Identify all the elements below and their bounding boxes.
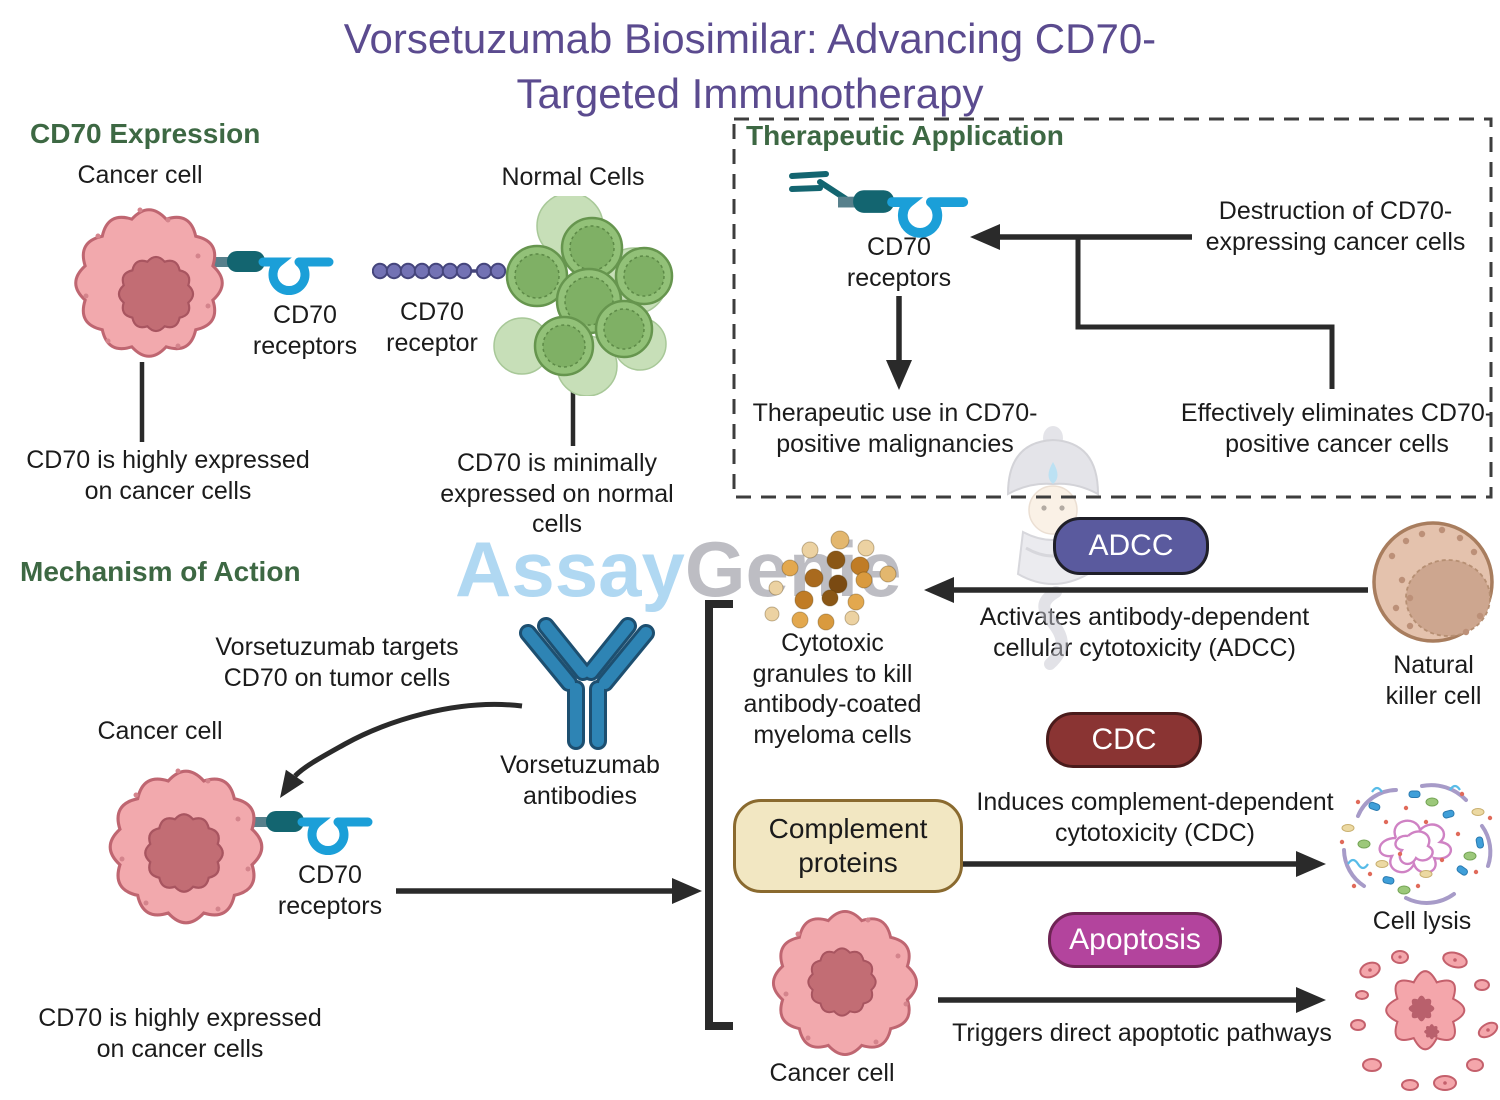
apoptosis-badge: Apoptosis	[1048, 912, 1222, 968]
cd70-receptor-label: CD70 receptor	[386, 298, 478, 357]
normal-cells-label: Normal Cells	[501, 163, 645, 191]
normal-cell-bodies	[505, 216, 674, 377]
nk-cell-label: Natural killer cell	[1385, 651, 1482, 710]
eliminate-note: Effectively eliminates CD70-positive can…	[1180, 399, 1494, 458]
cd70-receptors-label-1: CD70 receptors	[252, 301, 358, 360]
cancer-note-2: CD70 is highly expressed on cancer cells	[38, 1004, 322, 1063]
cancer-note-1: CD70 is highly expressed on cancer cells	[26, 446, 310, 505]
natural-killer-cell-illustration	[1372, 521, 1494, 643]
debris-dots	[1339, 791, 1493, 889]
complement-proteins-box: Complement proteins	[733, 799, 963, 893]
page-title: Vorsetuzumab Biosimilar: Advancing CD70-…	[343, 15, 1157, 117]
apoptosis-note: Triggers direct apoptotic pathways	[952, 1019, 1332, 1047]
cd70-receptors-label-2: CD70 receptors	[277, 861, 383, 920]
cd70-receptor-icon	[252, 811, 368, 850]
heading-cd70-expression: CD70 Expression	[30, 118, 261, 149]
nk-cell-speckles	[1388, 526, 1484, 636]
heading-mechanism-of-action: Mechanism of Action	[20, 556, 301, 587]
cell-lysis-illustration	[1339, 783, 1493, 905]
adcc-note: Activates antibody-dependent cellular cy…	[979, 603, 1310, 662]
cancer-cell-label-3: Cancer cell	[769, 1059, 895, 1087]
dna-tangle	[1378, 819, 1452, 874]
heading-therapeutic-application: Therapeutic Application	[746, 120, 1064, 151]
destruction-note: Destruction of CD70-expressing cancer ce…	[1205, 197, 1466, 256]
normal-cells-illustration	[493, 196, 674, 396]
normal-note: CD70 is minimally expressed on normal ce…	[440, 449, 674, 538]
cancer-cell-label-2: Cancer cell	[97, 717, 223, 745]
watermark-brand-blue: Assay	[455, 525, 685, 613]
cell-lysis-label: Cell lysis	[1372, 907, 1472, 935]
cell-speckles	[783, 917, 909, 1045]
antibody-label: Vorsetuzumab antibodies	[500, 751, 660, 810]
vorsetuzumab-antibody-icon	[519, 617, 655, 750]
cancer-cell-illustration-1	[74, 207, 388, 358]
cancer-cell-illustration-2	[108, 768, 420, 925]
complement-proteins-label: Complement proteins	[768, 813, 928, 878]
targets-note: Vorsetuzumab targets CD70 on tumor cells	[215, 633, 459, 692]
cd70-bead-chain-icon	[372, 262, 507, 280]
cell-speckles	[119, 768, 251, 912]
granules-label: Cytotoxic granules to kill antibody-coat…	[743, 629, 922, 749]
cd70-receptor-icon	[213, 251, 329, 290]
cell-speckles	[83, 207, 211, 349]
cdc-note: Induces complement-dependent cytotoxicit…	[976, 788, 1334, 847]
adcc-badge: ADCC	[1053, 517, 1209, 575]
apoptotic-cell-illustration	[1350, 950, 1499, 1091]
cytotoxic-granules-icon	[764, 530, 897, 631]
cancer-cell-illustration-3	[771, 909, 919, 1057]
cdc-badge: CDC	[1046, 712, 1202, 768]
debris-fragments	[1341, 790, 1485, 895]
cd70-receptor-therapeutic-icon	[789, 171, 976, 262]
cancer-cell-label-1: Cancer cell	[77, 161, 203, 189]
